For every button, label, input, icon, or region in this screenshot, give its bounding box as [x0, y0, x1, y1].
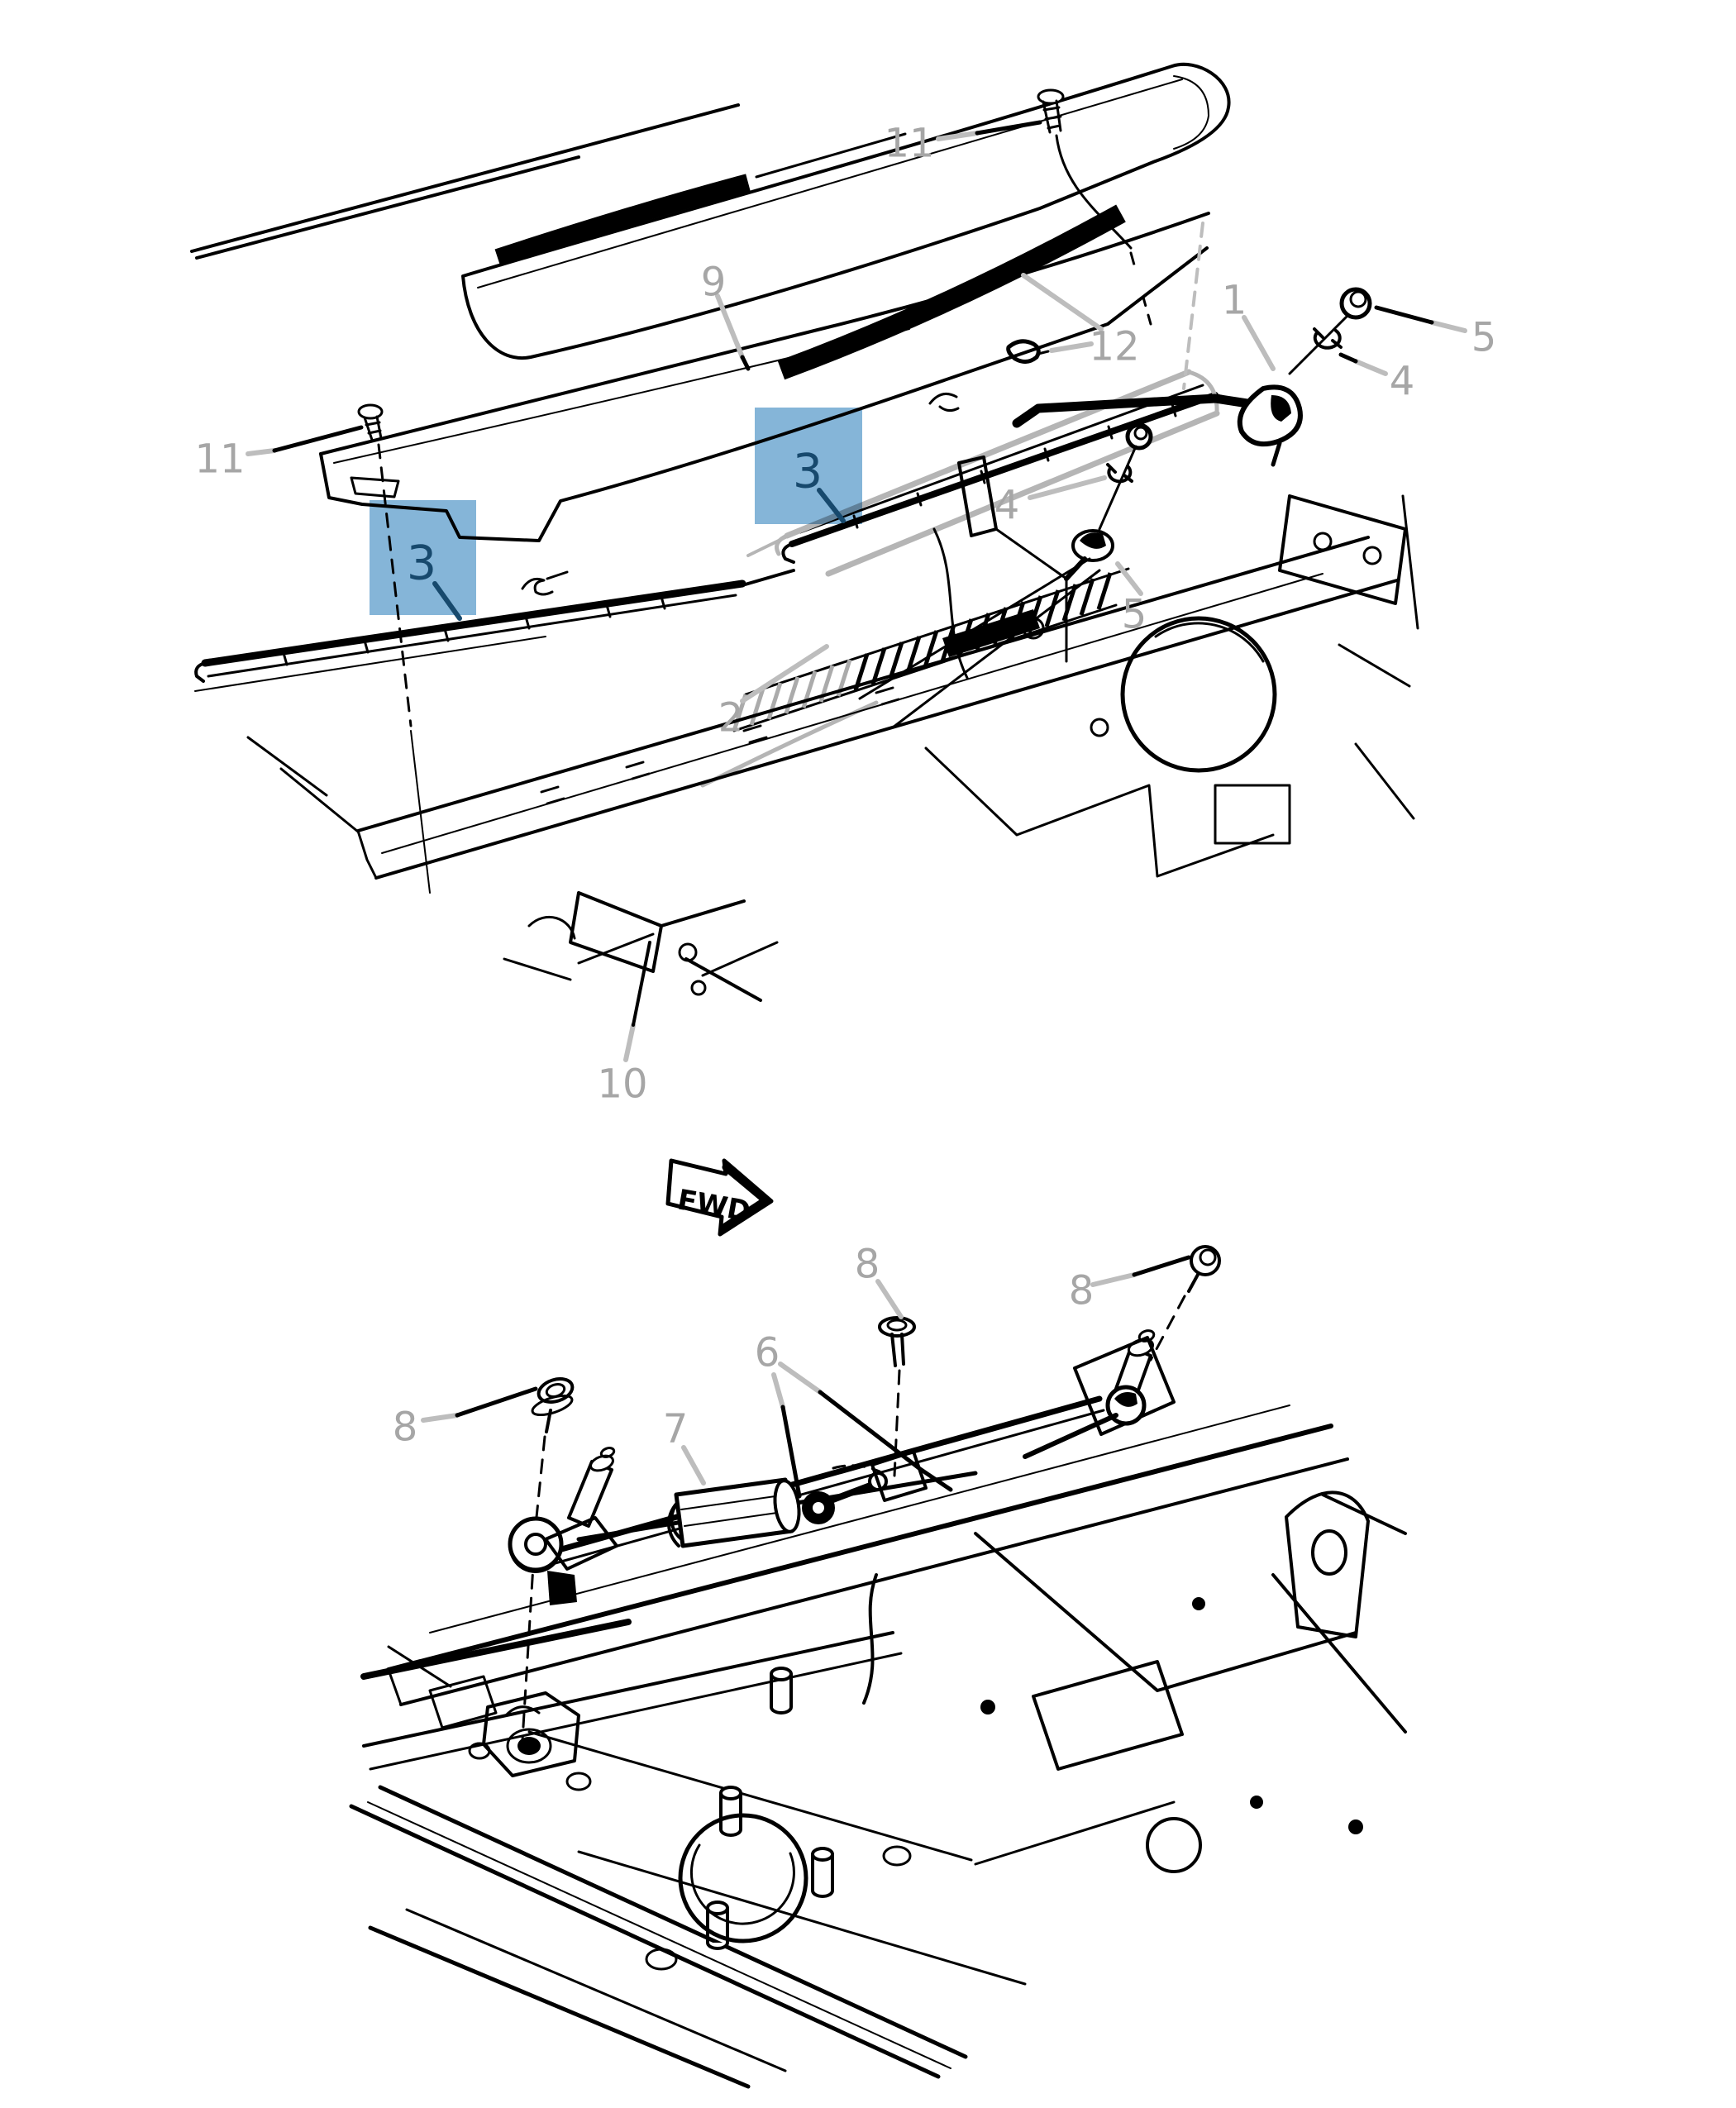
upper-body-structure [503, 455, 1419, 1002]
callout-2: 2 [718, 694, 744, 741]
pivot-fasteners-top [1288, 287, 1372, 375]
cowl-grille-panel [319, 204, 1210, 596]
callout-5a: 5 [1471, 314, 1497, 360]
highlight-box-1[interactable] [755, 408, 862, 524]
highlight-box-2[interactable] [370, 500, 476, 615]
wiper-arm-1 [1012, 222, 1303, 467]
mount-bracket-hole [482, 1691, 580, 1777]
callout-1: 1 [1222, 277, 1247, 323]
leader-lines [246, 120, 1467, 1499]
leader-3-left [432, 581, 462, 621]
callout-10: 10 [597, 1061, 647, 1107]
lower-diagram: FWD [349, 1158, 1407, 2089]
callout-3a: 3 [793, 445, 823, 499]
cowl-top-panel [461, 62, 1231, 360]
callout-layer: 11 9 1 12 5 4 11 3 4 3 5 2 10 8 8 6 8 7 [194, 120, 1496, 1452]
weld-studs [706, 1667, 834, 1950]
callout-11a: 11 [884, 120, 934, 166]
right-pivot-assembly [1023, 1329, 1176, 1459]
rubber-strip-lower [777, 204, 1126, 380]
rubber-strip-top [494, 174, 751, 267]
callout-9: 9 [701, 259, 727, 305]
leader-3-right [817, 488, 846, 523]
pivot-fasteners-mid [858, 422, 1153, 729]
callout-3b: 3 [407, 537, 436, 591]
clip-12 [1006, 339, 1050, 364]
screw-11-top [1037, 88, 1152, 326]
callout-6: 6 [755, 1329, 780, 1376]
lower-body-structure [349, 1405, 1407, 2089]
fwd-arrow: FWD [665, 1158, 774, 1237]
grommet-wheel [508, 1516, 577, 1605]
callout-5b: 5 [1122, 591, 1147, 637]
windshield-edge-line [190, 103, 740, 260]
left-pivot-shaft [544, 1447, 618, 1571]
callout-4b: 4 [994, 482, 1020, 528]
callout-12: 12 [1089, 323, 1139, 370]
bolt-8-left [521, 1377, 575, 1742]
callout-8b: 8 [1069, 1267, 1095, 1314]
callout-11b: 11 [194, 436, 245, 482]
callout-8a: 8 [855, 1241, 880, 1287]
highlight-layer [370, 408, 862, 615]
callout-7: 7 [663, 1405, 689, 1452]
bolt-8-mid [878, 1316, 916, 1477]
wiper-blade-left [194, 569, 795, 692]
upper-diagram [190, 62, 1419, 1002]
bolt-8-right [1149, 1245, 1221, 1362]
callout-8c: 8 [393, 1404, 418, 1450]
callout-4a: 4 [1390, 358, 1415, 404]
wiper-module [508, 1329, 1176, 1605]
